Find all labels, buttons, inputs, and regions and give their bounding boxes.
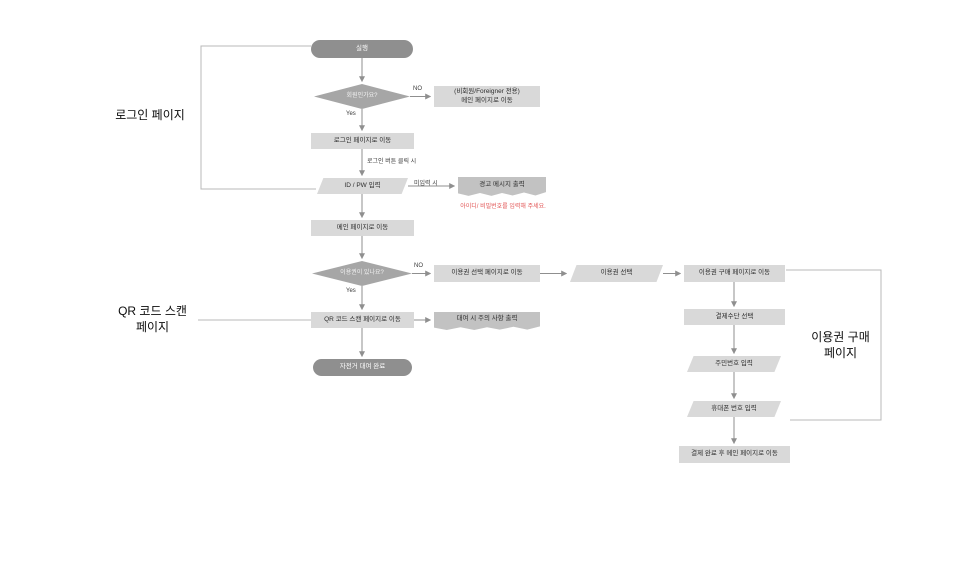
login-section-bracket — [200, 45, 316, 190]
login-page-section-label: 로그인 페이지 — [115, 108, 185, 122]
node-payment-method-select: 결제수단 선택 — [684, 309, 785, 325]
node-goto-login-page: 로그인 페이지로 이동 — [311, 133, 414, 149]
node-nonmember-line2: 메인 페이지로 이동 — [461, 96, 513, 104]
node-id-pw-input: ID / PW 입력 — [317, 178, 408, 194]
edge-label-login-button-click: 로그인 버튼 클릭 시 — [367, 159, 417, 165]
node-start: 실행 — [311, 40, 413, 58]
node-warning-message: 경고 메시지 출력 — [458, 177, 546, 196]
edge-label-member-no: NO — [413, 86, 422, 92]
edge-label-ticket-yes: Yes — [346, 288, 356, 294]
qr-page-section-label-line2: 페이지 — [135, 319, 170, 334]
qr-page-section-label-line1: QR 코드 스캔 — [118, 304, 187, 318]
node-goto-ticket-select-page: 이용권 선택 페이지로 이동 — [434, 265, 540, 282]
edge-label-no-input: 미입력 시 — [414, 181, 438, 187]
node-nonmember-main: (비회원/Foreigner 전용) 메인 페이지로 이동 — [434, 86, 540, 107]
node-rental-complete: 자전거 대여 완료 — [313, 359, 412, 376]
purchase-page-section-label-line2: 페이지 — [823, 345, 858, 360]
node-ticket-select: 이용권 선택 — [570, 265, 663, 282]
node-phone-number-input: 휴대폰 번호 입력 — [687, 401, 781, 417]
node-goto-purchase-page: 이용권 구매 페이지로 이동 — [684, 265, 785, 282]
warning-detail-text: 아이디/ 비밀번호를 입력해 주세요. — [460, 204, 546, 210]
node-goto-qr-page: QR 코드 스캔 페이지로 이동 — [311, 312, 414, 328]
qr-page-section-label: QR 코드 스캔 페이지 — [95, 304, 210, 335]
edge-label-ticket-no: NO — [414, 263, 423, 269]
node-goto-main-page: 메인 페이지로 이동 — [311, 220, 414, 236]
node-resident-number-input: 주민번호 입력 — [687, 356, 781, 372]
node-rental-notice: 대여 시 주의 사항 출력 — [434, 312, 540, 330]
purchase-section-bracket — [786, 269, 882, 421]
purchase-page-section-label: 이용권 구매 페이지 — [788, 330, 893, 361]
node-payment-complete: 결제 완료 후 메인 페이지로 이동 — [679, 446, 790, 463]
edge-label-member-yes: Yes — [346, 111, 356, 117]
node-nonmember-line1: (비회원/Foreigner 전용) — [454, 88, 520, 96]
purchase-page-section-label-line1: 이용권 구매 — [811, 330, 870, 344]
